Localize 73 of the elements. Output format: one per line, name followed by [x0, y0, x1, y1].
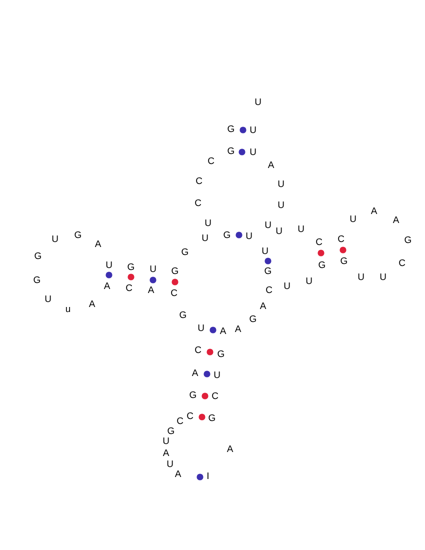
nucleotide-letter: A: [162, 449, 170, 459]
nucleotide-letter: I: [206, 472, 210, 482]
nucleotide-letter: C: [266, 286, 272, 296]
nucleotide-letter: G: [249, 315, 257, 325]
nucleotide-letter: A: [192, 369, 198, 379]
nucleotide-letter: U: [166, 460, 174, 470]
nucleotide-letter: U: [204, 219, 212, 229]
nucleotide-letter: A: [260, 302, 266, 312]
nucleotide-letter: C: [194, 199, 202, 209]
nucleotide-letter: U: [278, 201, 284, 211]
nucleotide-letter: U: [198, 324, 204, 334]
nucleotide-letter: A: [148, 286, 154, 296]
nucleotide-letter: U: [276, 227, 282, 237]
nucleotide-letter: C: [316, 238, 322, 248]
nucleotide-letter: C: [176, 417, 184, 427]
nucleotide-letter: G: [340, 257, 348, 267]
nucleotide-letter: U: [380, 273, 386, 283]
nucleotide-letter: G: [179, 311, 187, 321]
nucleotide-letter: C: [196, 177, 202, 187]
nucleotide-letter: G: [223, 231, 231, 241]
nucleotide-letter: G: [181, 248, 189, 258]
nucleotide-letter: U: [284, 282, 290, 292]
nucleotide-letter: G: [127, 263, 135, 273]
nucleotide-letter: A: [268, 161, 274, 171]
nucleotide-letter: C: [170, 289, 178, 299]
nucleotide-letter: u: [65, 305, 71, 315]
nucleotide-letter: U: [264, 221, 272, 231]
nucleotide-letter: G: [264, 267, 272, 277]
nucleotide-letter: U: [52, 235, 58, 245]
nucleotide-letter: A: [174, 470, 182, 480]
nucleotide-letter: G: [34, 252, 42, 262]
nucleotide-letter: A: [220, 327, 226, 337]
nucleotide-letter: U: [350, 215, 356, 225]
nucleotide-letter: G: [33, 276, 41, 286]
nucleotide-letter: C: [126, 284, 132, 294]
nucleotide-letter: G: [318, 261, 326, 271]
nucleotide-letter: C: [338, 235, 344, 245]
nucleotide-letter: C: [208, 157, 214, 167]
nucleotide-letter: A: [104, 282, 110, 292]
nucleotide-letter: U: [250, 148, 256, 158]
nucleotide-letter: U: [214, 371, 220, 381]
nucleotide-letter: A: [370, 207, 378, 217]
nucleotide-letter: C: [398, 259, 406, 269]
nucleotide-letter: G: [171, 267, 179, 277]
nucleotide-letter: U: [106, 261, 112, 271]
nucleotide-letter: G: [227, 125, 235, 135]
nucleotide-letter: A: [94, 240, 102, 250]
nucleotide-letter: U: [150, 265, 156, 275]
nucleotide-letter: U: [298, 225, 304, 235]
nucleotide-letter: C: [194, 346, 202, 356]
nucleotide-letter: U: [202, 234, 208, 244]
nucleotide-letter: G: [189, 391, 197, 401]
nucleotide-letter: U: [358, 273, 364, 283]
nucleotide-letter: U: [262, 247, 268, 257]
nucleotide-letter: G: [208, 414, 216, 424]
nucleotide-letter: U: [306, 277, 312, 287]
nucleotide-letter: A: [226, 445, 234, 455]
nucleotide-letter: A: [234, 325, 242, 335]
nucleotide-letter: U: [162, 437, 170, 447]
nucleotide-letter: G: [217, 350, 225, 360]
nucleotide-letter: U: [44, 295, 52, 305]
nucleotide-letter: U: [278, 180, 284, 190]
nucleotide-letter: G: [167, 427, 175, 437]
nucleotide-letter: U: [254, 98, 262, 108]
nucleotide-letter: A: [392, 216, 400, 226]
nucleotide-letter: U: [246, 232, 252, 242]
nucleotide-letter: C: [186, 412, 194, 422]
nucleotide-letter: A: [88, 300, 96, 310]
nucleotide-letter: G: [227, 147, 235, 157]
nucleotide-letter: C: [212, 392, 218, 402]
nucleotide-letter: G: [404, 236, 412, 246]
nucleotide-letter: U: [250, 126, 256, 136]
nucleotide-letter: G: [74, 231, 82, 241]
